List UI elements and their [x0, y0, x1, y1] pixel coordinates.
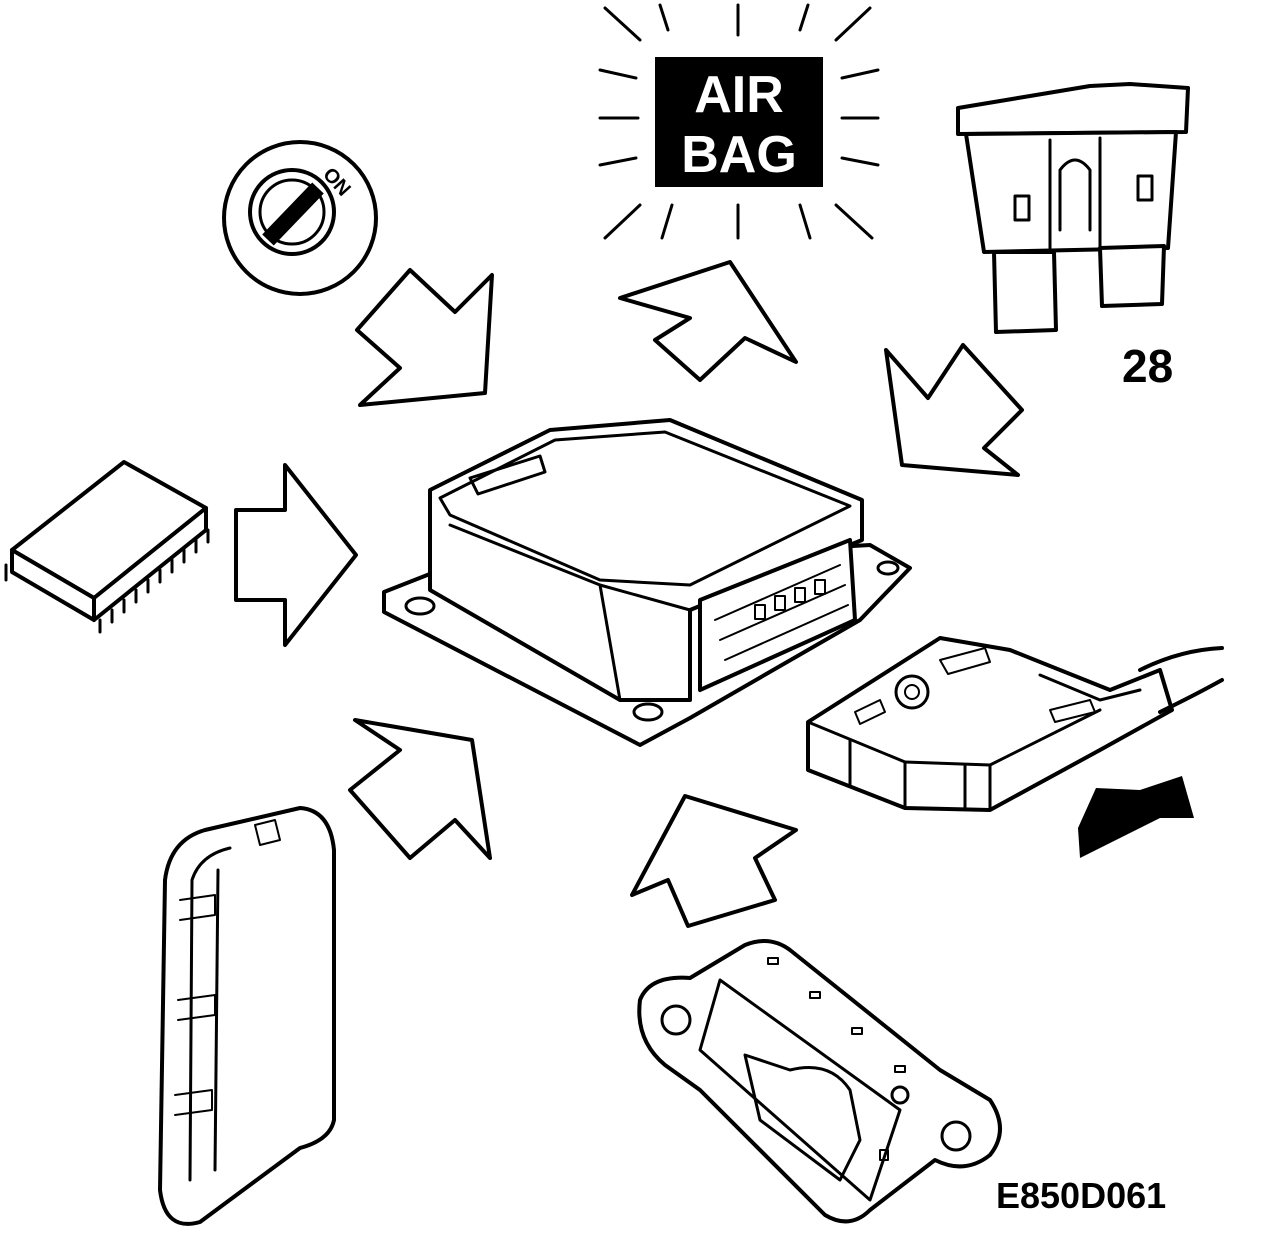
fuse-number-label: 28: [1122, 340, 1173, 392]
side-airbag-module-icon: [158, 806, 336, 1226]
ignition-on-label: ON: [318, 164, 354, 201]
airbag-control-module: [382, 418, 912, 747]
fuse-icon: 28: [956, 82, 1190, 392]
arrow-crash-sensor-to-module: [630, 794, 798, 928]
arrow-fuse-to-module: [884, 343, 1024, 477]
crash-sensor-icon: [637, 939, 1002, 1224]
arrow-module-to-warning-lamp: [618, 260, 798, 382]
warning-lamp-line1: AIR: [694, 66, 784, 124]
figure-reference-code: E850D061: [996, 1175, 1166, 1216]
airbag-warning-lamp: AIR BAG: [598, 3, 880, 240]
arrow-memory-to-module: [234, 463, 358, 647]
airbag-connector-plug-icon: [806, 636, 1224, 812]
warning-lamp-line2: BAG: [681, 126, 797, 184]
connector-pointer-arrow-icon: [1078, 776, 1194, 858]
lamp-glow-rays-icon: [598, 3, 880, 240]
arrow-side-airbag-to-module: [348, 718, 492, 860]
ignition-switch-icon: ON: [222, 140, 378, 296]
memory-chip-icon: [4, 460, 210, 634]
arrow-ignition-to-module: [355, 268, 494, 407]
